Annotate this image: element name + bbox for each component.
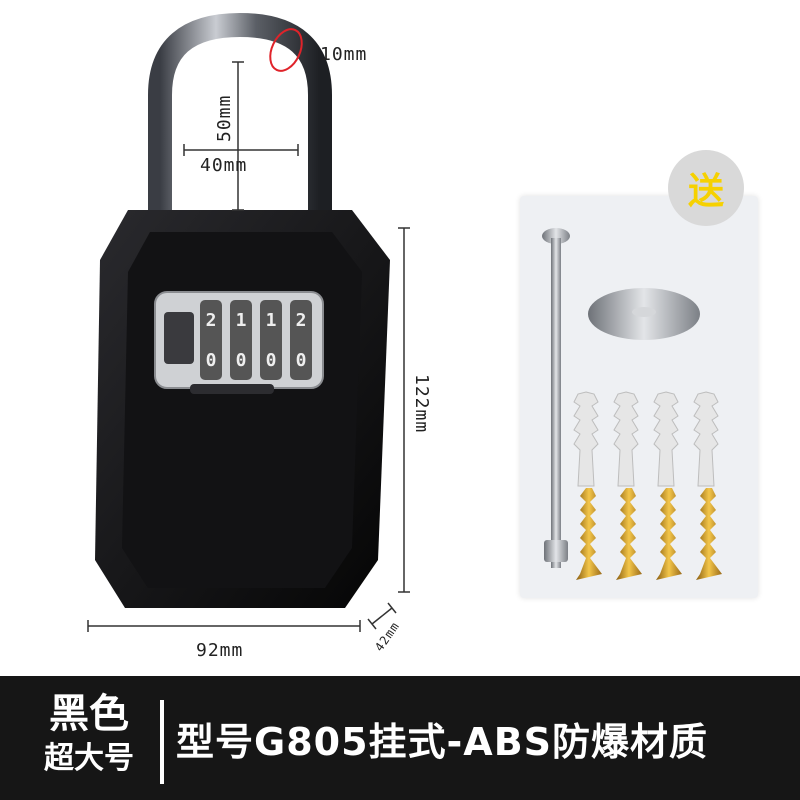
shackle — [148, 12, 332, 215]
shackle-height-label: 50mm — [214, 94, 235, 142]
bottom-banner — [0, 676, 800, 800]
dial-top-digit: 1 — [235, 309, 247, 331]
dial[interactable]: 2 0 — [290, 300, 312, 380]
color-option-label: 黑色 — [49, 691, 129, 737]
dial-mid-digit: 0 — [235, 349, 247, 371]
gift-badge-label: 送 — [687, 171, 724, 212]
wall-anchors — [573, 391, 719, 487]
lock-body — [95, 210, 390, 608]
dial-top-digit: 1 — [265, 309, 277, 331]
dial-top-digit: 2 — [205, 309, 217, 331]
size-option-label: 超大号 — [44, 741, 134, 776]
dial[interactable]: 2 0 — [200, 300, 222, 380]
combination-dials: 2 0 1 0 1 0 2 0 — [200, 300, 312, 380]
body-height-label: 122mm — [411, 374, 432, 434]
long-bolt — [542, 228, 570, 568]
gift-badge: 送 — [668, 150, 744, 226]
screws — [576, 488, 722, 580]
dial[interactable]: 1 0 — [230, 300, 252, 380]
dial-mid-digit: 0 — [205, 349, 217, 371]
accessories-image — [542, 228, 722, 580]
dial[interactable]: 1 0 — [260, 300, 282, 380]
shackle-width-label: 40mm — [200, 155, 248, 176]
banner-divider — [160, 700, 164, 784]
dimension-lines — [87, 28, 410, 632]
dial-mid-digit: 0 — [265, 349, 277, 371]
model-description: 型号G805挂式-ABS防爆材质 — [176, 720, 709, 764]
shackle-thickness-label: 10mm — [320, 44, 368, 65]
washer — [588, 288, 700, 340]
dial-top-digit: 2 — [295, 309, 307, 331]
body-width-label: 92mm — [196, 640, 244, 661]
dial-mid-digit: 0 — [295, 349, 307, 371]
